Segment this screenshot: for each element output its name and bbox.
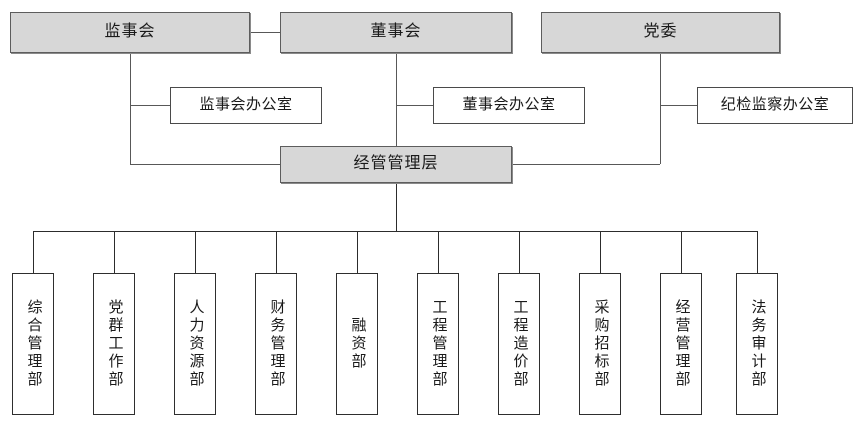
node-department-financing[interactable]: 融资部 xyxy=(336,273,378,415)
node-party-committee[interactable]: 党委 xyxy=(541,12,780,53)
node-supervisory-board[interactable]: 监事会 xyxy=(10,12,250,53)
node-department-party-mass-work[interactable]: 党群工作部 xyxy=(93,273,135,415)
node-board-of-directors-office-label: 董事会办公室 xyxy=(462,96,556,113)
node-department-legal-audit[interactable]: 法务审计部 xyxy=(736,273,778,415)
node-discipline-inspection-office-label: 纪检监察办公室 xyxy=(720,96,830,113)
connector-dept-drop-3 xyxy=(195,231,196,273)
connector-dept-drop-6 xyxy=(438,231,439,273)
node-department-financial-management[interactable]: 财务管理部 xyxy=(255,273,297,415)
node-discipline-inspection-office[interactable]: 纪检监察办公室 xyxy=(697,87,853,124)
node-department-procurement-bidding[interactable]: 采购招标部 xyxy=(579,273,621,415)
connector-dept-drop-7 xyxy=(519,231,520,273)
node-department-business-management[interactable]: 经营管理部 xyxy=(660,273,702,415)
connector-department-bus xyxy=(33,231,757,232)
connector-dept-drop-2 xyxy=(114,231,115,273)
node-department-general-management[interactable]: 综合管理部 xyxy=(12,273,54,415)
node-department-general-management-label: 综合管理部 xyxy=(25,299,42,389)
connector-party-drop xyxy=(660,53,661,164)
connector-party-to-management xyxy=(512,164,660,165)
connector-supervisory-to-management xyxy=(130,164,280,165)
connector-supervisory-drop xyxy=(130,53,131,164)
node-department-engineering-management-label: 工程管理部 xyxy=(430,299,447,389)
node-department-engineering-cost[interactable]: 工程造价部 xyxy=(498,273,540,415)
node-department-engineering-cost-label: 工程造价部 xyxy=(511,299,528,389)
connector-dept-drop-8 xyxy=(600,231,601,273)
node-management-layer[interactable]: 经管管理层 xyxy=(280,146,512,183)
connector-management-drop xyxy=(396,183,397,231)
connector-dept-drop-10 xyxy=(757,231,758,273)
connector-supervisory-to-directors xyxy=(250,32,280,33)
node-supervisory-board-office[interactable]: 监事会办公室 xyxy=(170,87,322,124)
connector-dept-drop-4 xyxy=(276,231,277,273)
node-department-human-resources-label: 人力资源部 xyxy=(187,299,204,389)
node-board-of-directors-office[interactable]: 董事会办公室 xyxy=(433,87,585,124)
connector-dept-drop-5 xyxy=(357,231,358,273)
connector-directors-drop xyxy=(396,53,397,146)
node-department-procurement-bidding-label: 采购招标部 xyxy=(592,299,609,389)
connector-dept-drop-1 xyxy=(33,231,34,273)
node-department-party-mass-work-label: 党群工作部 xyxy=(106,299,123,389)
node-supervisory-board-office-label: 监事会办公室 xyxy=(199,96,293,113)
node-supervisory-board-label: 监事会 xyxy=(104,23,156,41)
node-department-engineering-management[interactable]: 工程管理部 xyxy=(417,273,459,415)
node-department-human-resources[interactable]: 人力资源部 xyxy=(174,273,216,415)
connector-directors-to-office xyxy=(396,105,433,106)
node-department-legal-audit-label: 法务审计部 xyxy=(749,299,766,389)
node-board-of-directors-label: 董事会 xyxy=(370,23,422,41)
connector-party-to-office xyxy=(660,105,697,106)
node-board-of-directors[interactable]: 董事会 xyxy=(280,12,512,53)
node-department-business-management-label: 经营管理部 xyxy=(673,299,690,389)
node-department-financing-label: 融资部 xyxy=(349,317,366,371)
connector-dept-drop-9 xyxy=(681,231,682,273)
connector-supervisory-to-office xyxy=(130,105,170,106)
node-management-layer-label: 经管管理层 xyxy=(353,155,439,173)
node-department-financial-management-label: 财务管理部 xyxy=(268,299,285,389)
node-party-committee-label: 党委 xyxy=(643,23,678,41)
